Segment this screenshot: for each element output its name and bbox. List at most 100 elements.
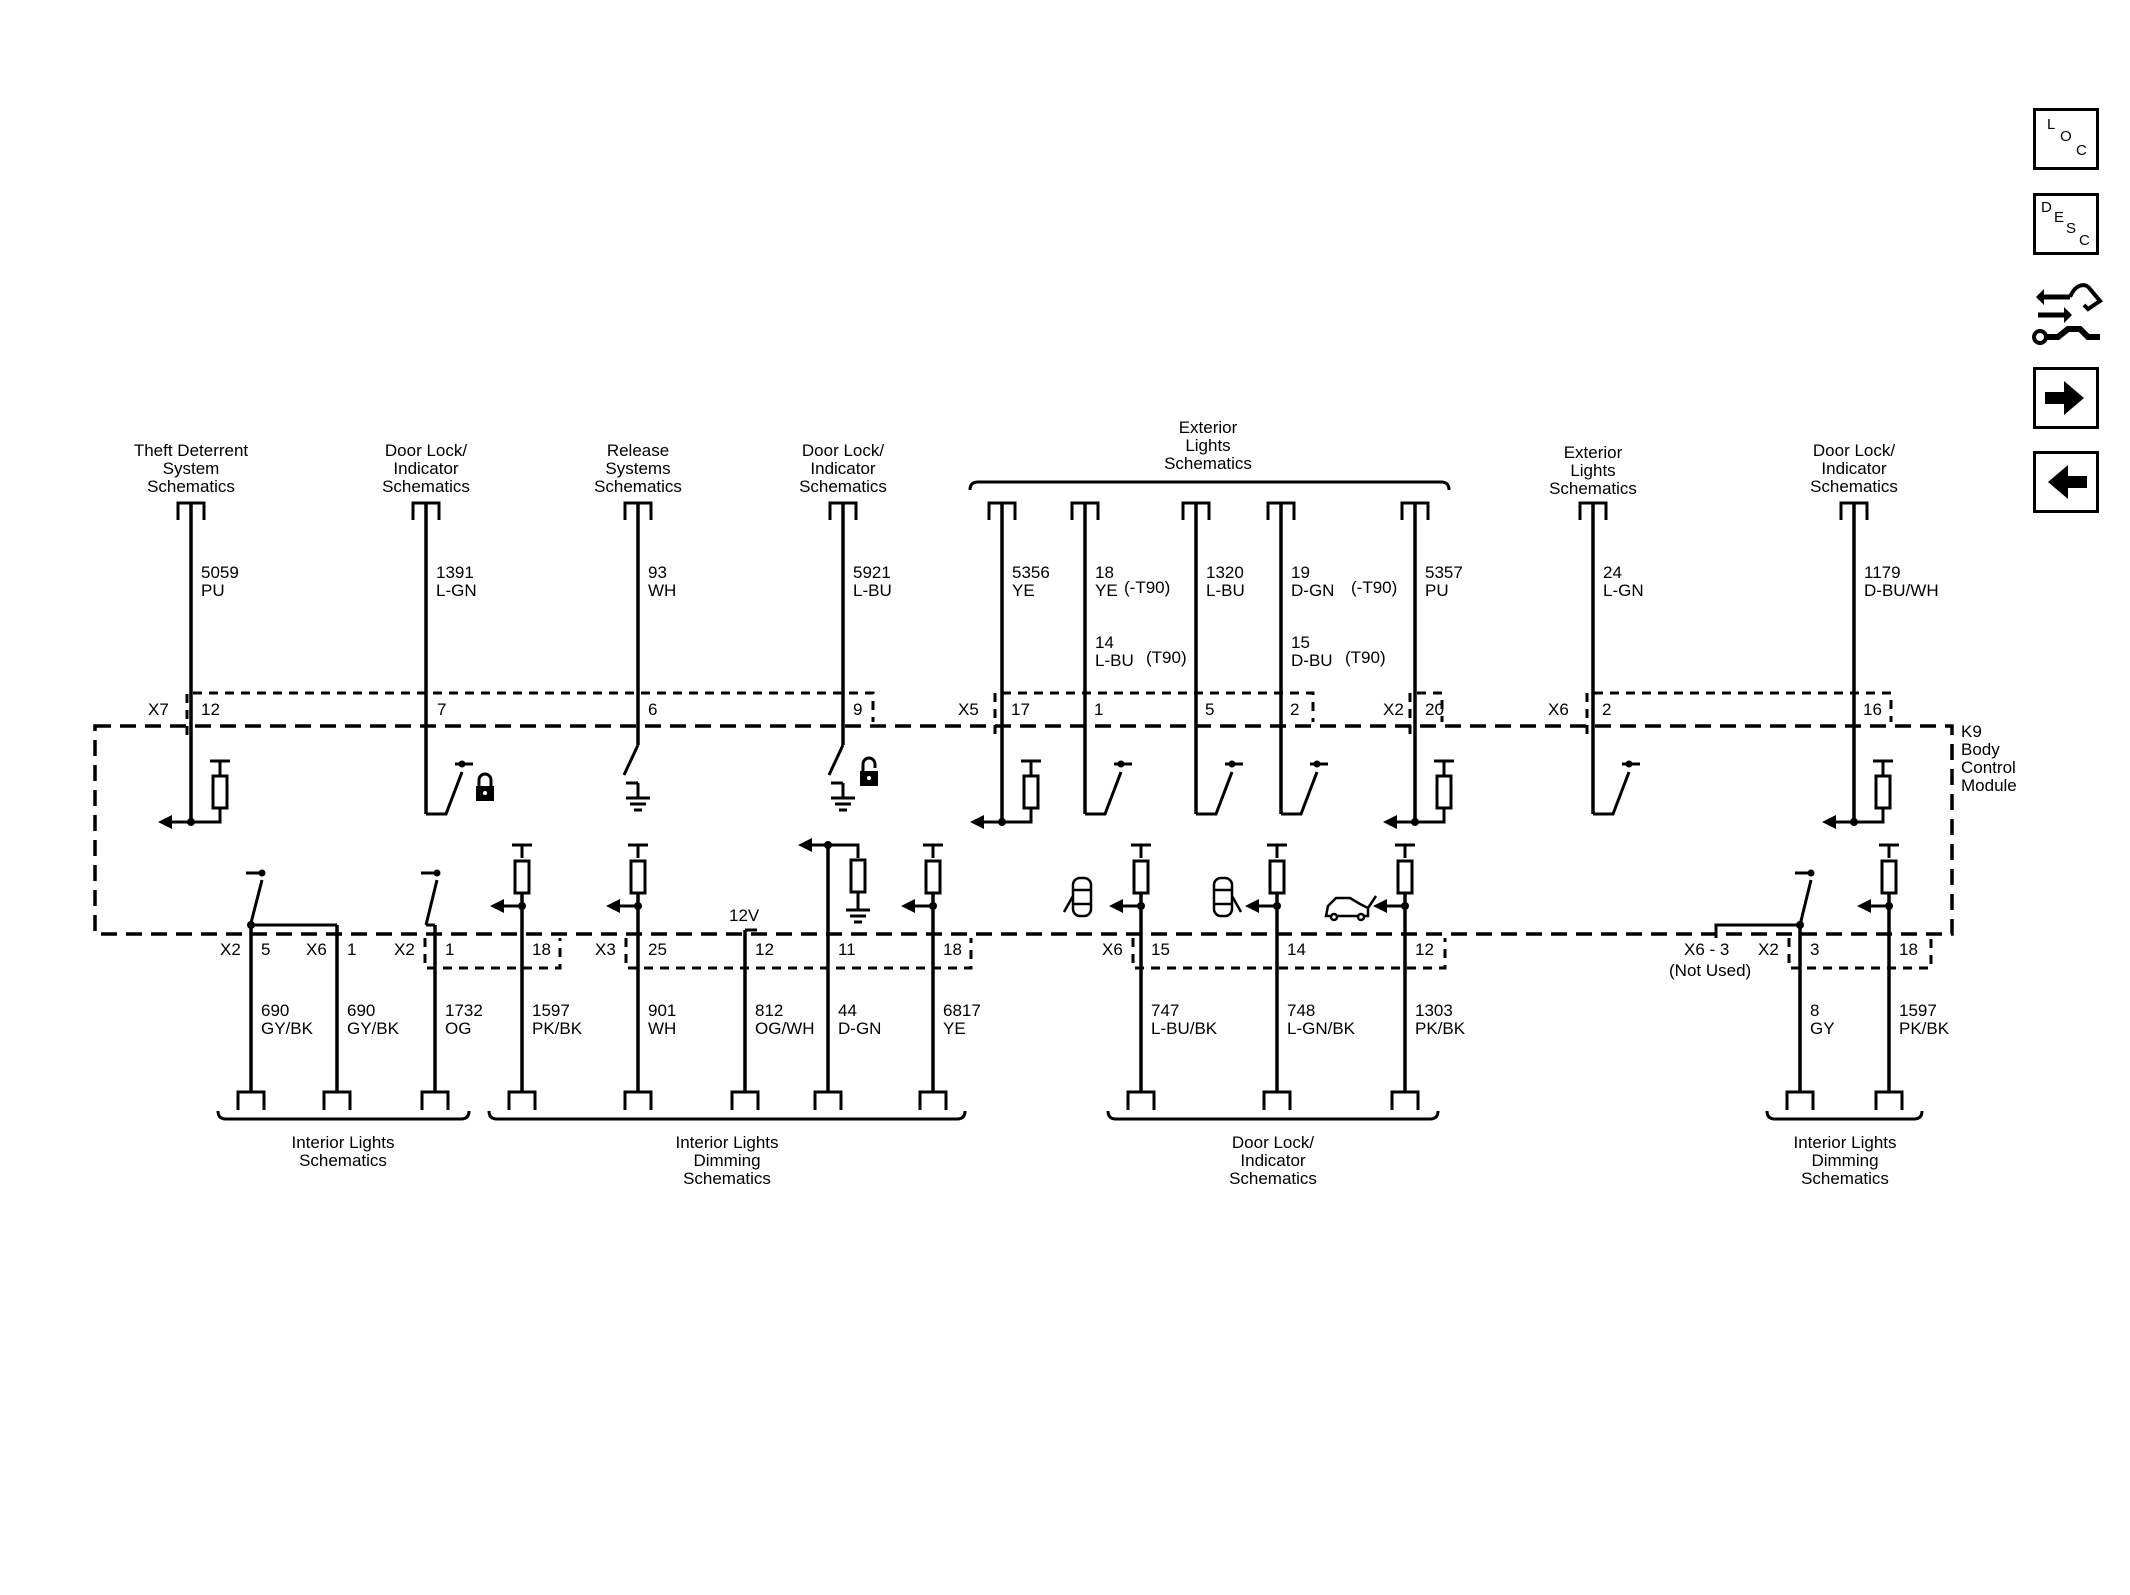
wire-color: GY/BK [347,1019,400,1038]
wire-color: GY [1810,1019,1835,1038]
dest-label: Schematics [147,477,235,496]
dest-label: Schematics [1229,1169,1317,1188]
pin-number: 25 [648,940,667,959]
pin-number: 18 [1899,940,1918,959]
connector-id: X2 [394,940,415,959]
dest-label: Theft Deterrent [134,441,249,460]
wire-color: WH [648,581,676,600]
wire-color: YE [1012,581,1035,600]
desc-letter: D [2041,199,2052,216]
circuit-number: 1320 [1206,563,1244,582]
next-page-button[interactable] [2033,367,2099,429]
trunk-open-icon [1324,895,1378,922]
ground-icon [846,908,870,924]
circuit-number: 1303 [1415,1001,1453,1020]
circuit-number: 15 [1291,633,1310,652]
circuit-number: 44 [838,1001,857,1020]
pin-number: 1 [1094,700,1103,719]
previous-page-arrow-icon [2048,465,2087,499]
pin-number: 12 [201,700,220,719]
lock-icon [476,772,494,801]
top-junctions [187,760,1858,826]
dest-label: Interior Lights [1794,1133,1897,1152]
connector-end-view-icon[interactable] [2030,275,2104,347]
desc-letter: S [2066,220,2077,237]
module-name: Module [1961,776,2017,795]
wire-color: L-BU [1206,581,1245,600]
pin-number: 18 [943,940,962,959]
dest-label: Schematics [1810,477,1898,496]
door-open-icon [1062,876,1093,918]
dest-label: Exterior [1564,443,1623,462]
dest-label: Systems [605,459,670,478]
circuit-number: 24 [1603,563,1622,582]
dest-label: Schematics [1801,1169,1889,1188]
unlock-icon [860,756,878,786]
wire-color: L-GN/BK [1287,1019,1356,1038]
next-page-arrow-icon [2045,381,2084,415]
supply-voltage: 12V [729,906,760,925]
circuit-number: 1597 [1899,1001,1937,1020]
bottom-destination-connectors [216,1090,1924,1121]
circuit-number: 19 [1291,563,1310,582]
pin-number: 17 [1011,700,1030,719]
pin-number: 18 [532,940,551,959]
pin-number: 12 [1415,940,1434,959]
circuit-number: 5356 [1012,563,1050,582]
circuit-number: 93 [648,563,667,582]
circuit-number: 748 [1287,1001,1315,1020]
pin-number: 3 [1810,940,1819,959]
wire-color: D-GN [1291,581,1334,600]
pin-number: 9 [853,700,862,719]
pin-number: 7 [437,700,446,719]
dest-label: Door Lock/ [802,441,884,460]
connector-id: X2 [1758,940,1779,959]
wire-color: PK/BK [532,1019,583,1038]
circuit-number: 690 [261,1001,289,1020]
circuit-number: 5921 [853,563,891,582]
dest-label: Schematics [1164,454,1252,473]
not-used-note: (Not Used) [1669,961,1751,980]
wire-color: PU [1425,581,1449,600]
option-code: (-T90) [1351,578,1397,597]
desc-letter: E [2054,209,2065,226]
loc-letter: O [2060,128,2072,145]
wire-color: L-GN [1603,581,1644,600]
circuit-number: 812 [755,1001,783,1020]
module-name: Control [1961,758,2016,777]
top-arrowheads [158,815,1836,829]
bottom-connector-outlines [423,938,1933,970]
bottom-resistors [513,858,1898,895]
module-label: K9 Body Control Module [1961,722,2017,795]
wire-color: PU [201,581,225,600]
loc-button[interactable]: L O C [2033,108,2099,170]
option-code: (T90) [1345,648,1386,667]
top-resistors [211,774,1892,810]
pin-number: 11 [838,940,856,959]
pin-number: 20 [1425,700,1444,719]
circuit-number: 1597 [532,1001,570,1020]
dest-label: Door Lock/ [385,441,467,460]
connector-id: X3 [595,940,616,959]
dest-label: Door Lock/ [1232,1133,1314,1152]
top-destination-labels: Theft Deterrent System Schematics Door L… [134,418,1898,498]
circuit-number: 901 [648,1001,676,1020]
wire-color: L-BU [1095,651,1134,670]
wire-color: L-BU [853,581,892,600]
connector-id: X2 [1383,700,1404,719]
wire-color: OG [445,1019,471,1038]
wire-color: D-BU/WH [1864,581,1939,600]
loc-letter: L [2047,116,2056,133]
connector-id: X2 [220,940,241,959]
desc-button[interactable]: D E S C [2033,193,2099,255]
dest-label: Interior Lights [292,1133,395,1152]
previous-page-button[interactable] [2033,451,2099,513]
circuit-number: 6817 [943,1001,981,1020]
option-code: (-T90) [1124,578,1170,597]
dest-label: Schematics [594,477,682,496]
connector-id: X7 [148,700,169,719]
pin-number: 5 [261,940,270,959]
door-open-icon [1212,876,1243,918]
dest-label: Schematics [299,1151,387,1170]
